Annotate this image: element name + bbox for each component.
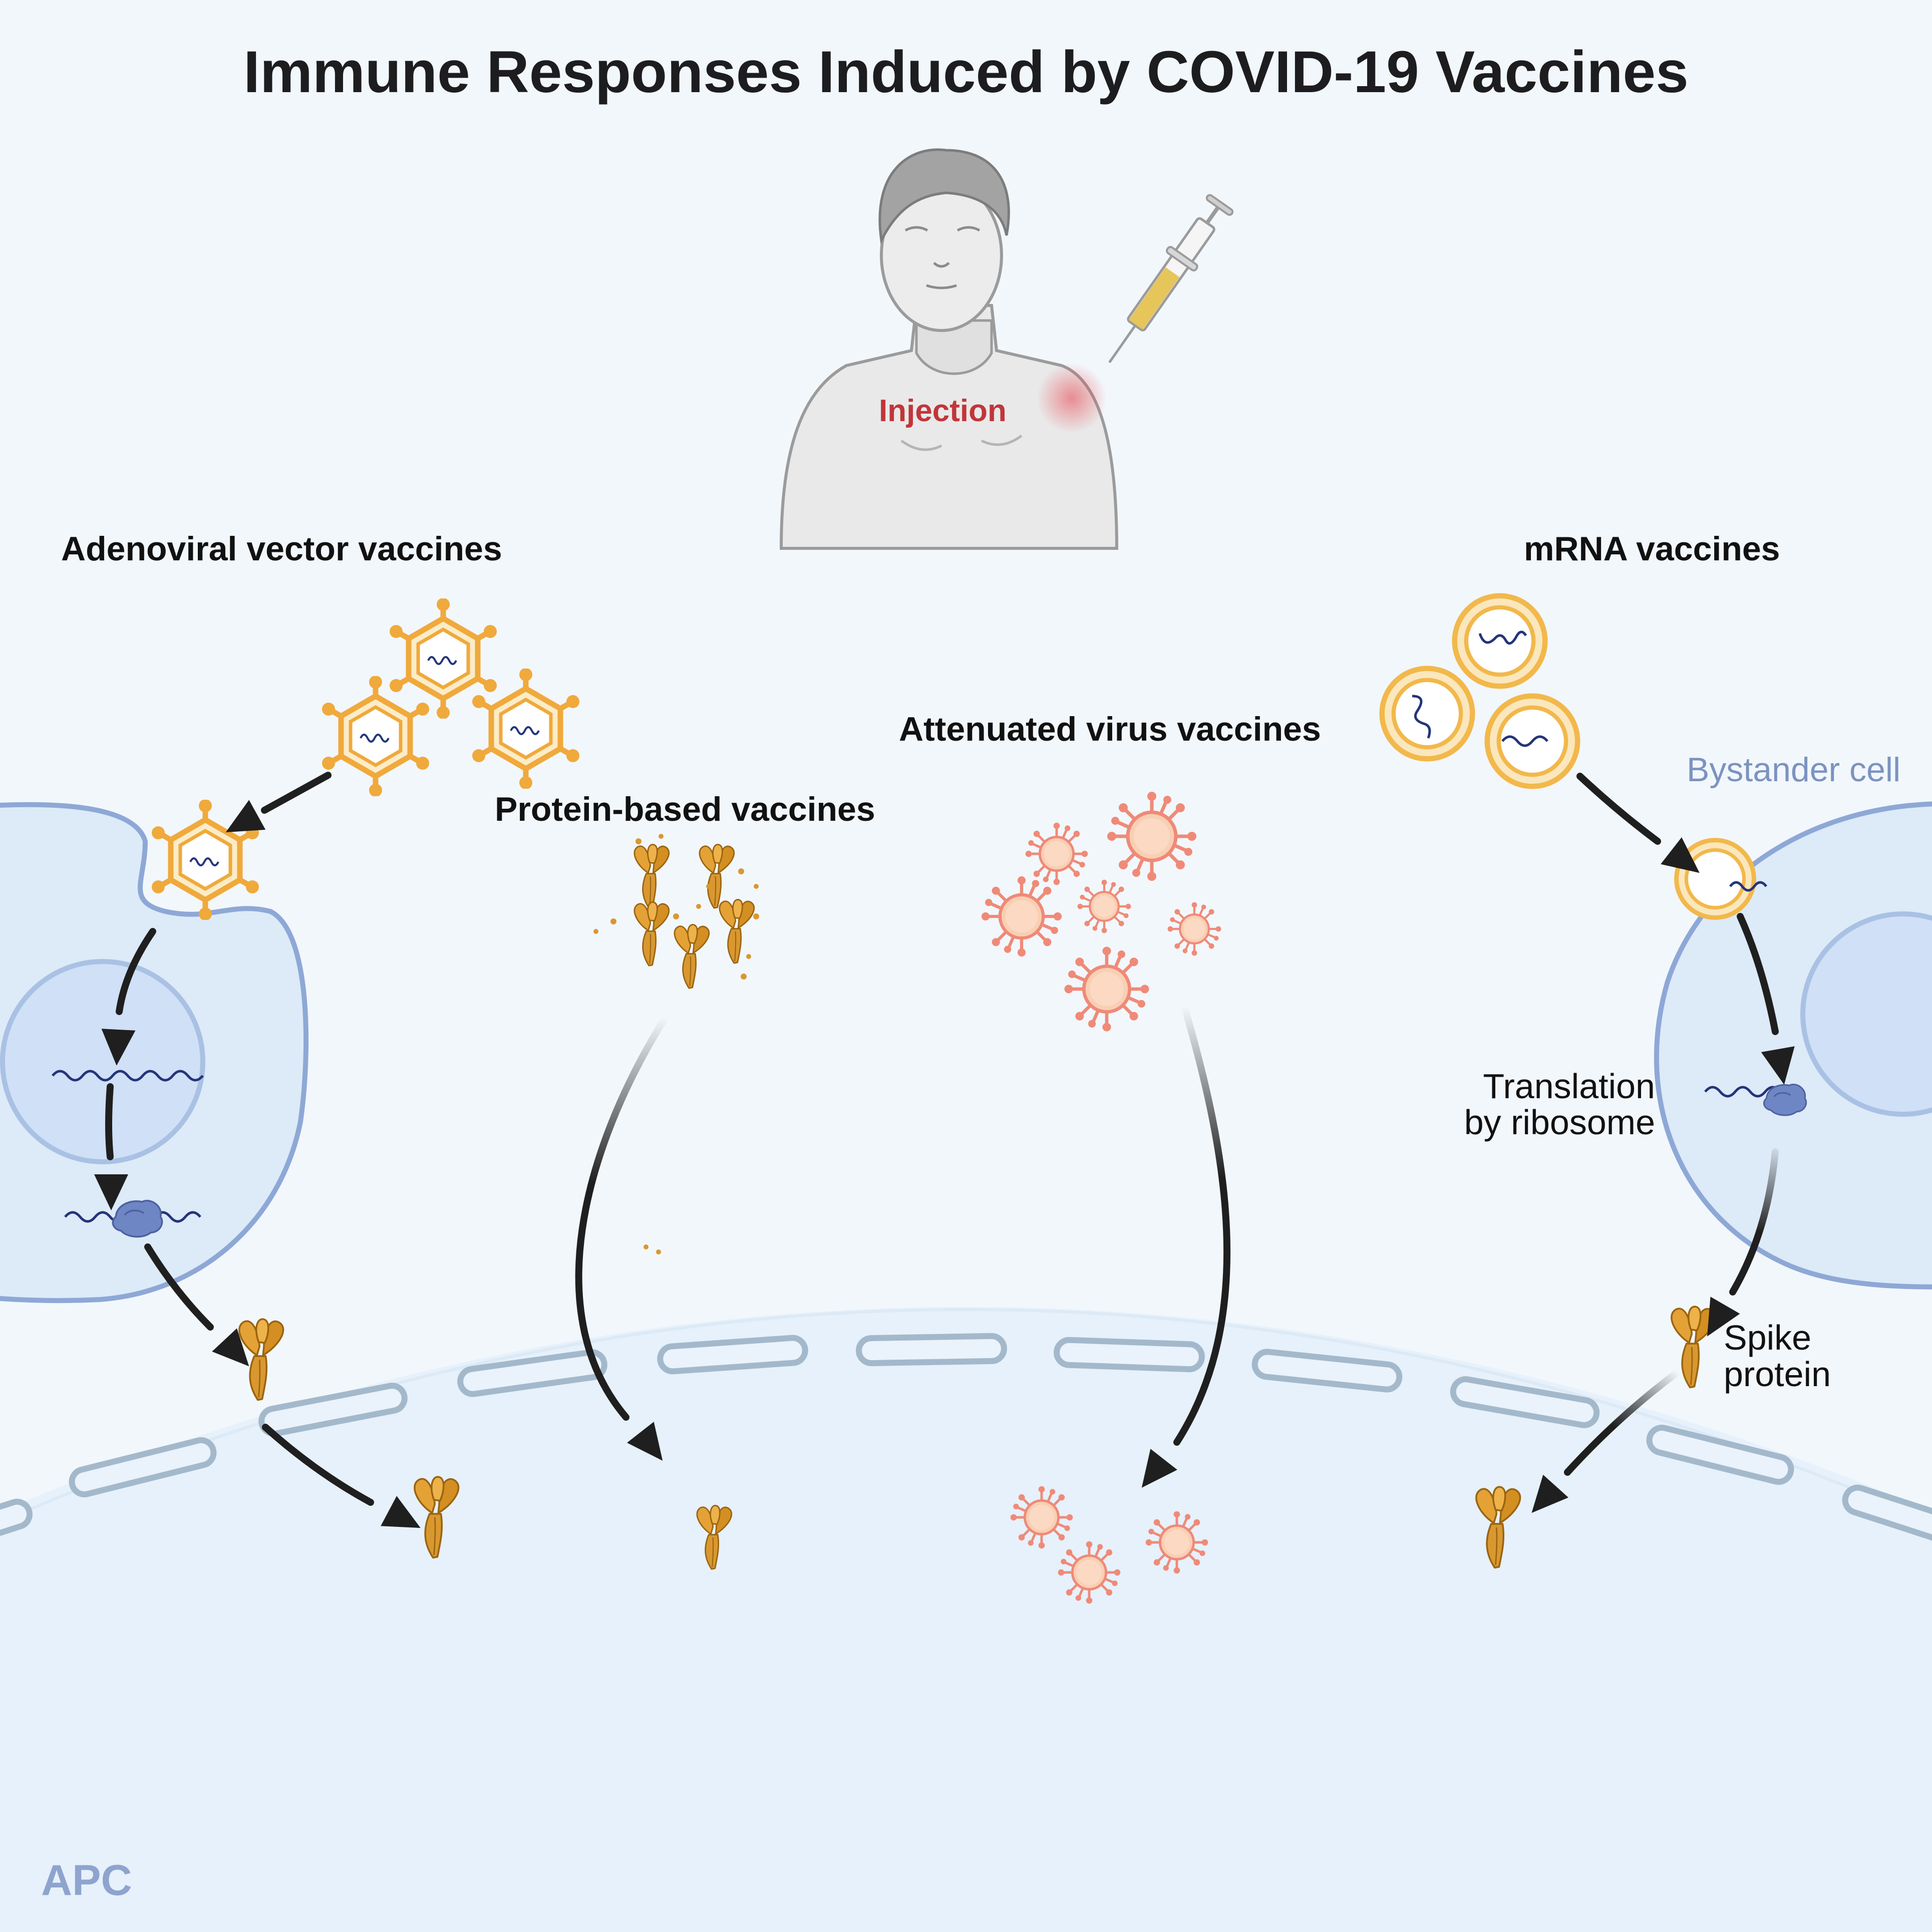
lipid-nanoparticle-icon [1455, 596, 1545, 687]
spike-protein-icon [719, 899, 755, 964]
bystander-nucleus [1800, 911, 1932, 1117]
attenuated-virus-icon [1058, 1541, 1121, 1604]
protein-label: Protein-based vaccines [495, 790, 875, 828]
attenuated-virus-icon [1146, 1511, 1208, 1574]
translation-label-line1: Translation [1483, 1067, 1655, 1106]
bystander-cell-label: Bystander cell [1687, 751, 1901, 789]
arrow-spike-to-apc [262, 1424, 374, 1506]
spike-protein-icon [674, 924, 710, 989]
arrow-ribosome-to-spike-right [1729, 1148, 1779, 1296]
arrow-ribosome-to-spike [144, 1243, 214, 1331]
apc-label: APC [41, 1856, 132, 1904]
arrow-attenuated-to-apc [1173, 1003, 1231, 1446]
injection-site [1037, 363, 1107, 433]
spike-protein-label-line1: Spike [1724, 1318, 1812, 1357]
attenuated-virus-icon [1168, 902, 1221, 956]
left-nucleus [0, 959, 205, 1164]
person-icon [779, 148, 1119, 550]
spike-protein-icon [633, 901, 670, 967]
spike-protein-icon [633, 844, 670, 909]
attenuated-virus-icon [1078, 880, 1131, 933]
attenuated-virus-icon [1064, 946, 1149, 1031]
arrow-into-nucleus [116, 928, 156, 1015]
arrow-nucleus-to-ribosome [105, 1083, 114, 1160]
lipid-nanoparticle-icon [1382, 669, 1473, 759]
attenuated-virus-icon [1011, 1486, 1073, 1549]
mrna-strand-icon [52, 1070, 204, 1082]
protein-cluster [593, 834, 759, 1254]
spike-protein-label-line2: protein [1724, 1355, 1831, 1394]
diagram-title: Immune Responses Induced by COVID-19 Vac… [243, 39, 1689, 105]
attenuated-virus-icon [1026, 823, 1088, 885]
mrna-strand-icon [1729, 881, 1767, 892]
arrows [105, 772, 1779, 1506]
arrow-adeno-to-cell [261, 772, 332, 814]
translation-label-line2: by ribosome [1464, 1103, 1655, 1142]
attenuated-virus-icon [1107, 792, 1196, 881]
adenoviral-label: Adenoviral vector vaccines [61, 530, 502, 568]
ribosome-icon [112, 1199, 163, 1238]
arrow-spike-to-apc-right [1564, 1369, 1681, 1476]
syringe-icon [1108, 194, 1234, 364]
lnp-cluster [1382, 596, 1754, 918]
arrow-translation [1737, 913, 1779, 1035]
arrowheads [94, 800, 1795, 1528]
injection-label: Injection [879, 394, 1007, 428]
apc-cell-body [0, 1307, 1932, 1932]
attenuated-virus-icon [982, 876, 1062, 956]
attenuated-cluster [982, 792, 1221, 1032]
apc-membrane [0, 1333, 1932, 1545]
mrna-label: mRNA vaccines [1524, 530, 1780, 568]
spike-protein-icon [699, 844, 735, 909]
arrow-lnp-to-bystander [1576, 773, 1661, 845]
attenuated-label: Attenuated virus vaccines [899, 710, 1321, 748]
adenovirus-icon [322, 676, 429, 797]
arrow-protein-to-apc [575, 1013, 670, 1421]
ribosome-icon [1763, 1083, 1807, 1116]
